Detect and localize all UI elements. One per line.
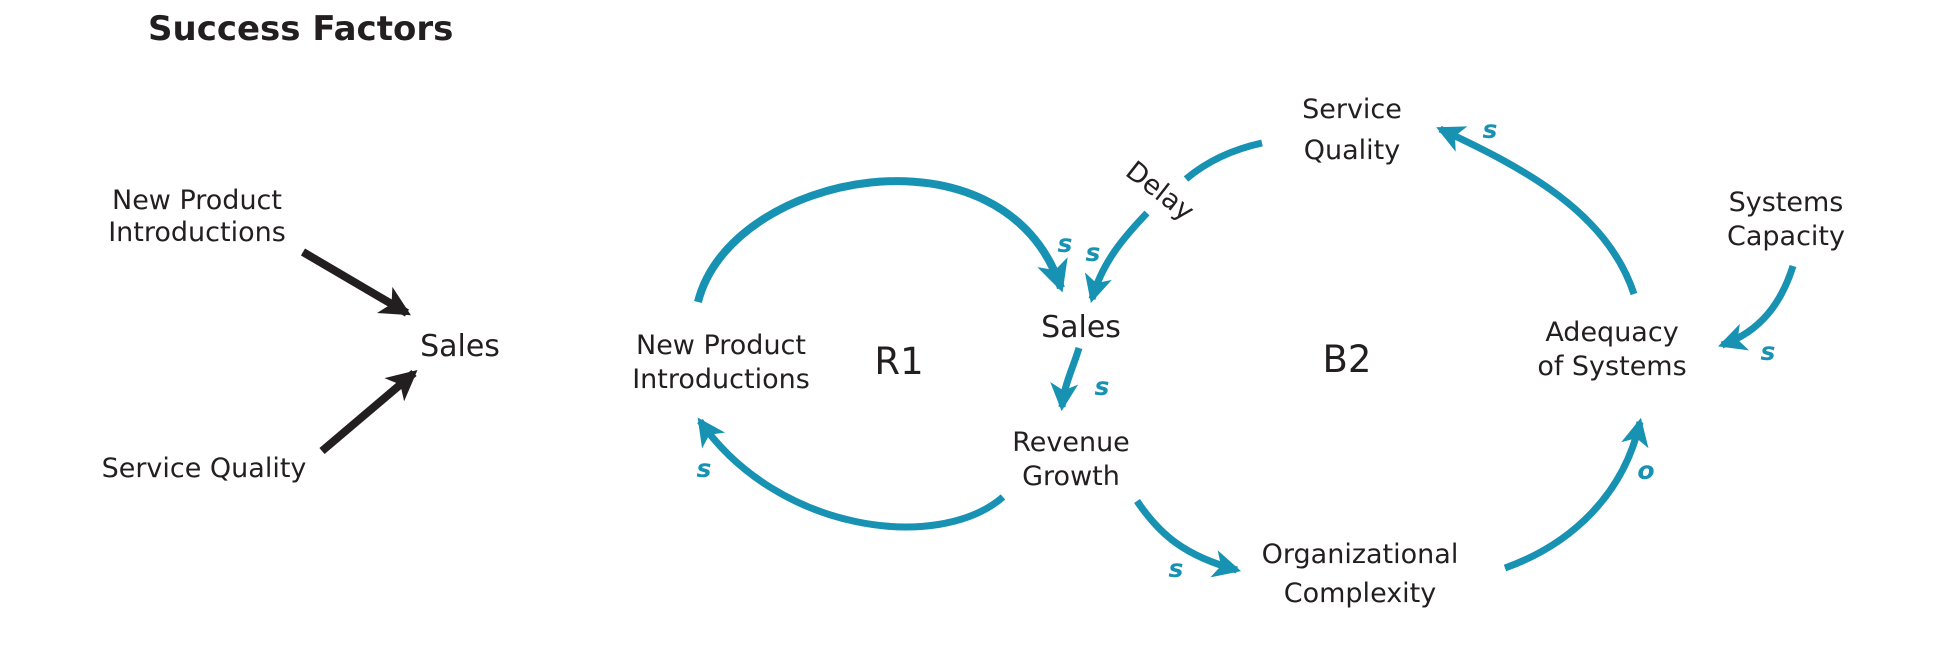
systems-capacity-input: Systems Capacity s [1718, 187, 1845, 366]
arc-service-quality-to-sales-upper [1183, 139, 1263, 182]
polarity-s-revenue-growth-to-new-product: s [697, 454, 712, 483]
node-adequacy-of-systems-line1: Adequacy [1545, 317, 1678, 348]
delay-label: Delay [1120, 155, 1200, 227]
node-new-product-introductions-line1: New Product [636, 330, 806, 361]
polarity-s-new-product-to-sales: s [1058, 229, 1073, 258]
page-title: Success Factors [148, 9, 453, 49]
node-organizational-complexity-line2: Complexity [1284, 578, 1437, 609]
arrow-new-product-to-sales [300, 248, 411, 317]
shared-nodes: Sales s Revenue Growth [1012, 310, 1130, 492]
arc-adequacy-to-service-quality [1436, 125, 1638, 296]
loop-r1: New Product Introductions R1 s s [632, 177, 1073, 531]
arrow-service-quality-to-sales [319, 369, 418, 455]
polarity-o-org-complexity-to-adequacy: o [1637, 456, 1654, 485]
polarity-s-sales-to-revenue-growth: s [1095, 372, 1110, 401]
polarity-s-service-quality-to-sales: s [1086, 238, 1101, 267]
polarity-s-systems-capacity-to-adequacy: s [1761, 337, 1776, 366]
arc-revenue-growth-to-new-product [697, 417, 1006, 531]
polarity-s-revenue-growth-to-org-complexity: s [1169, 554, 1184, 583]
node-service-quality-line1: Service [1302, 94, 1402, 125]
standalone-model: New Product Introductions Sales Service … [102, 185, 500, 484]
node-new-product-introductions-line2: Introductions [108, 217, 286, 248]
node-sales: Sales [1041, 310, 1121, 345]
node-systems-capacity-line2: Capacity [1727, 221, 1845, 252]
arc-systems-capacity-to-adequacy [1718, 264, 1797, 351]
polarity-s-adequacy-to-service-quality: s [1483, 115, 1498, 144]
node-revenue-growth-line1: Revenue [1012, 427, 1130, 458]
node-service-quality-line2: Quality [1304, 135, 1400, 166]
arc-revenue-growth-to-org-complexity [1134, 499, 1242, 578]
node-service-quality: Service Quality [102, 453, 307, 484]
node-systems-capacity-line1: Systems [1729, 187, 1844, 218]
node-revenue-growth-line2: Growth [1022, 461, 1120, 492]
arc-new-product-to-sales [694, 177, 1068, 303]
node-adequacy-of-systems-line2: of Systems [1537, 351, 1686, 382]
arc-org-complexity-to-adequacy [1503, 417, 1649, 572]
loop-b2: Delay s Service Quality B2 s Organizatio… [1084, 94, 1687, 609]
node-organizational-complexity-line1: Organizational [1262, 539, 1459, 570]
node-sales: Sales [420, 329, 500, 364]
arc-sales-to-revenue-growth [1050, 346, 1083, 412]
node-new-product-introductions-line2: Introductions [632, 364, 810, 395]
loop-label-r1: R1 [874, 340, 923, 383]
loop-label-b2: B2 [1323, 338, 1372, 381]
arc-service-quality-to-sales-lower [1084, 210, 1150, 304]
node-new-product-introductions-line1: New Product [112, 185, 282, 216]
